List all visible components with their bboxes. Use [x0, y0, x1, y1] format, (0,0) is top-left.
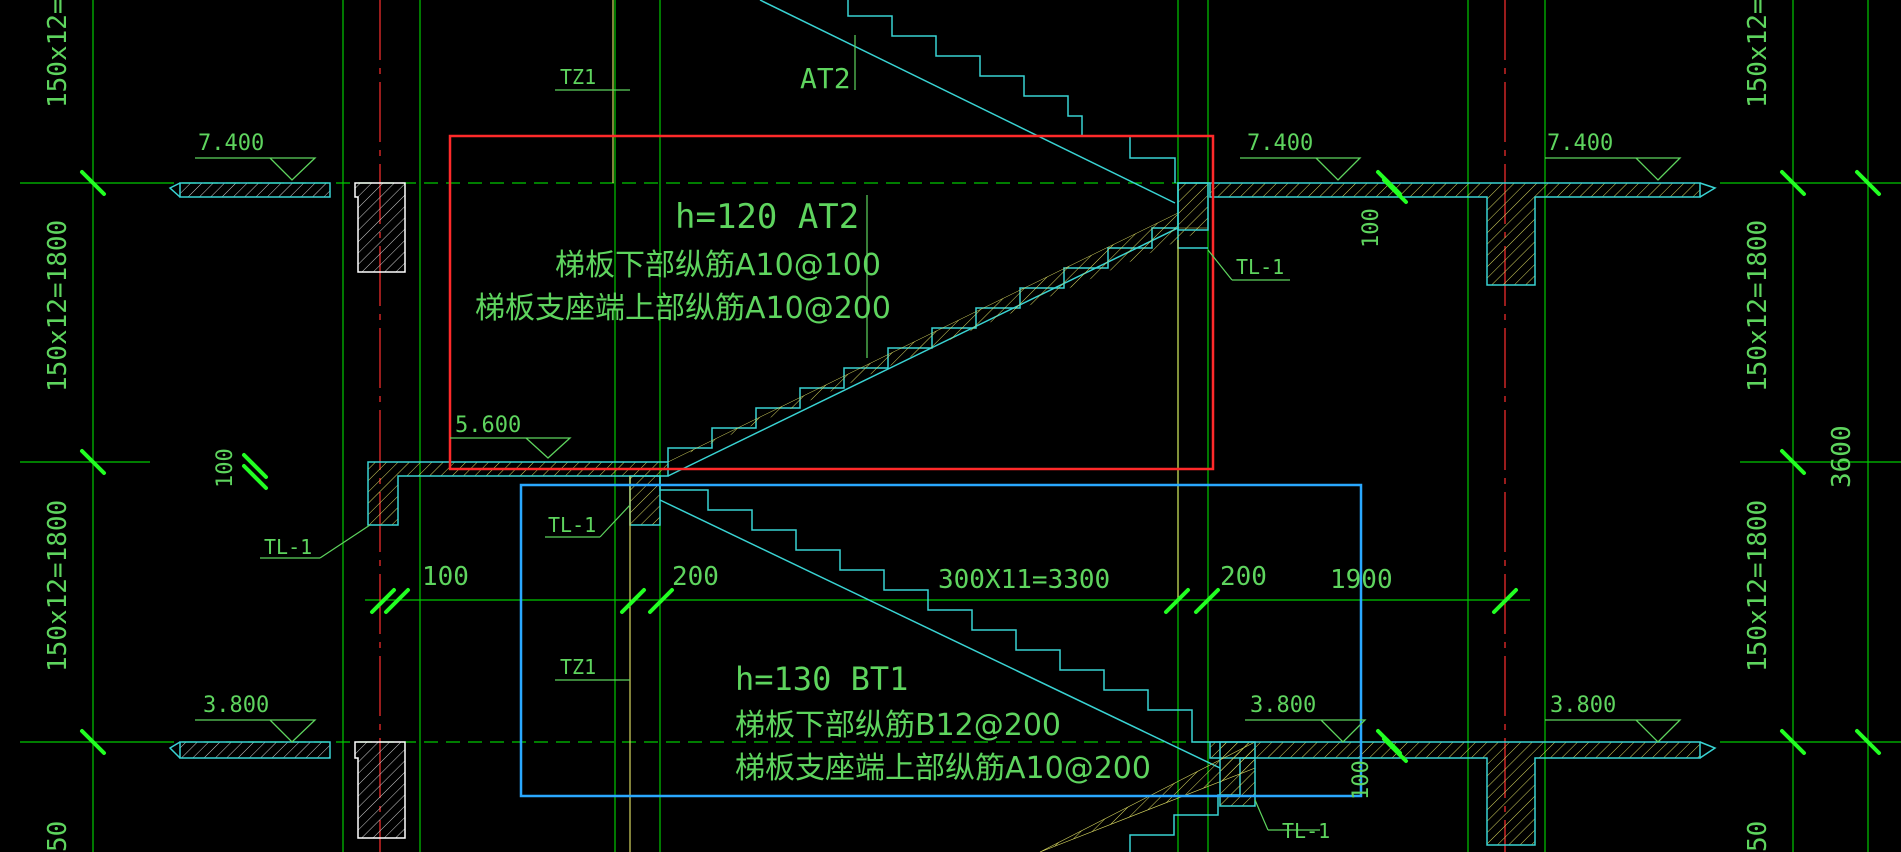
label-tl1-right: TL-1	[1236, 255, 1284, 279]
elevation-bottom-left: 3.800	[203, 693, 269, 718]
label-tz1-top: TZ1	[560, 65, 596, 89]
dim-run: 300X11=3300	[938, 565, 1110, 595]
elevation-mid-left: 5.600	[455, 413, 521, 438]
top-flight	[759, 0, 1176, 204]
left-dim-bot: 50	[43, 821, 73, 852]
horizontal-level-lines	[20, 182, 1901, 743]
at2-bottom-rebar: 梯板下部纵筋A10@100	[555, 248, 881, 283]
dim-1900: 1900	[1330, 565, 1393, 595]
dim-200-a: 200	[672, 562, 719, 592]
label-tz1-bottom: TZ1	[560, 655, 596, 679]
elevation-bottom-right: 3.800	[1550, 693, 1616, 718]
elevation-labels: 7.400 7.400 7.400 5.600 3.800 3.800 3.80…	[198, 131, 1616, 718]
dim-100: 100	[422, 562, 469, 592]
label-tl1-mid: TL-1	[548, 513, 596, 537]
label-tl1-bottom: TL-1	[1282, 819, 1330, 843]
dim-200-b: 200	[1220, 562, 1267, 592]
right-dim-total: 3600	[1827, 425, 1857, 488]
axis-tick-marks	[80, 170, 1881, 763]
at2-support-rebar: 梯板支座端上部纵筋A10@200	[475, 291, 891, 326]
horizontal-dimension-labels: 100 200 300X11=3300 200 1900	[422, 562, 1393, 595]
at2-spec-title: h=120 AT2	[675, 197, 859, 237]
tz-columns	[612, 0, 1179, 852]
right-dim-top: 150x12=18	[1743, 0, 1773, 108]
bt1-spec-title: h=130 BT1	[735, 660, 908, 698]
right-dim-mid2: 150x12=1800	[1743, 500, 1773, 672]
mid-landing	[367, 461, 669, 526]
elevation-top-right: 7.400	[1547, 131, 1613, 156]
dim-100-right-bot: 100	[1349, 760, 1374, 800]
red-box-annotation: h=120 AT2 梯板下部纵筋A10@100 梯板支座端上部纵筋A10@200	[475, 197, 891, 326]
elevation-bottom-mid: 3.800	[1250, 693, 1316, 718]
upper-flight-at2	[667, 182, 1210, 477]
bottom-floor-slab	[168, 741, 1717, 846]
leader-lines	[260, 35, 1320, 831]
left-dim-top: 150x12=18	[43, 0, 73, 108]
left-dim-mid1: 150x12=1800	[43, 220, 73, 392]
side-dimension-labels: 150x12=18 150x12=1800 150x12=1800 50 150…	[43, 0, 1857, 852]
bt1-support-rebar: 梯板支座端上部纵筋A10@200	[735, 751, 1151, 786]
label-at2-top: AT2	[800, 62, 851, 95]
left-dim-mid2: 150x12=1800	[43, 500, 73, 672]
red-highlight-frame[interactable]	[448, 134, 1215, 471]
red-centerlines	[379, 0, 1506, 852]
dim-100-left: 100	[213, 448, 238, 488]
right-dim-bot: 50	[1743, 821, 1773, 852]
right-dim-mid1: 150x12=1800	[1743, 220, 1773, 392]
blue-highlight-frame[interactable]	[519, 483, 1363, 798]
dim-100-right-top: 100	[1359, 208, 1384, 248]
elevation-markers	[195, 157, 1682, 743]
elevation-top-left: 7.400	[198, 131, 264, 156]
label-tl1-left: TL-1	[264, 535, 312, 559]
elevation-top-mid: 7.400	[1247, 131, 1313, 156]
member-labels: TZ1 AT2 TL-1 TL-1 TL-1 TZ1 TL-1	[264, 62, 1330, 843]
top-floor-slab	[168, 182, 1717, 286]
blue-box-annotation: h=130 BT1 梯板下部纵筋B12@200 梯板支座端上部纵筋A10@200	[735, 660, 1151, 786]
bt1-bottom-rebar: 梯板下部纵筋B12@200	[735, 708, 1061, 743]
small-rotated-dims: 100 100 100	[213, 208, 1384, 800]
